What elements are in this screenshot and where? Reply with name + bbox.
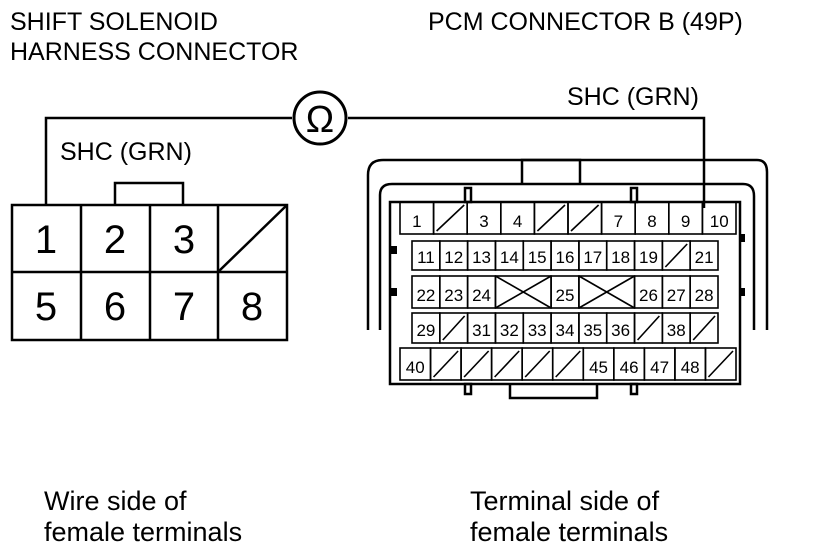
pcm-unused-slash — [536, 204, 566, 232]
ohmmeter-icon: Ω — [292, 90, 348, 146]
pcm-pin-17: 17 — [583, 248, 602, 267]
pcm-pin-48: 48 — [681, 358, 700, 377]
pcm-unused-slash — [707, 350, 734, 378]
pcm-pin-19: 19 — [639, 248, 658, 267]
pcm-pin-32: 32 — [500, 321, 519, 340]
pcm-unused-slash — [524, 350, 551, 378]
pcm-blocked-mark — [578, 275, 635, 309]
ohm-symbol: Ω — [306, 99, 334, 141]
pcm-pin-11: 11 — [417, 248, 435, 267]
pcm-blocked-mark — [495, 275, 552, 309]
pcm-unused-slash — [463, 350, 490, 378]
pcm-pin-26: 26 — [639, 286, 658, 305]
pcm-pin-4: 4 — [513, 212, 522, 231]
left-caption-line-2: female terminals — [44, 517, 242, 547]
pcm-pin-21: 21 — [695, 248, 714, 267]
solenoid-pin-3: 3 — [173, 218, 195, 262]
pcm-cavity — [689, 312, 719, 344]
pcm-pin-8: 8 — [647, 212, 656, 231]
pcm-pin-40: 40 — [406, 358, 425, 377]
left-wire-label: SHC (GRN) — [60, 138, 192, 166]
pcm-pin-38: 38 — [667, 321, 686, 340]
pcm-pin-27: 27 — [667, 286, 686, 305]
pcm-unused-slash — [664, 243, 688, 268]
solenoid-pin-8: 8 — [241, 285, 263, 329]
pcm-unused-slash — [442, 315, 466, 341]
right-test-lead — [348, 116, 706, 208]
pcm-unused-slash — [494, 350, 520, 378]
pcm-pin-28: 28 — [695, 286, 714, 305]
right-wire-label: SHC (GRN) — [567, 83, 699, 111]
pcm-pin-34: 34 — [556, 321, 575, 340]
left-caption-line-1: Wire side of — [44, 486, 187, 516]
shift-solenoid-connector: 1 2 3 5 6 7 8 — [10, 181, 289, 342]
pcm-cavity — [689, 240, 719, 271]
pcm-cavity — [689, 275, 719, 309]
pcm-pin-35: 35 — [583, 321, 602, 340]
pcm-pin-16: 16 — [556, 248, 575, 267]
pcm-pin-24: 24 — [472, 286, 491, 305]
pcm-pin-14: 14 — [500, 248, 519, 267]
right-caption-line-2: female terminals — [470, 517, 668, 547]
pcm-pin-18: 18 — [611, 248, 630, 267]
solenoid-pin-6: 6 — [104, 285, 126, 329]
pcm-pin-36: 36 — [611, 321, 630, 340]
pcm-pin-46: 46 — [620, 358, 639, 377]
pcm-pin-7: 7 — [614, 212, 623, 231]
right-caption-line-1: Terminal side of — [470, 486, 660, 516]
solenoid-pin-1: 1 — [35, 218, 57, 262]
pcm-unused-slash — [436, 204, 465, 232]
pcm-pin-33: 33 — [528, 321, 547, 340]
pcm-pin-3: 3 — [479, 212, 488, 231]
pcm-pin-15: 15 — [528, 248, 547, 267]
solenoid-pin-2: 2 — [104, 218, 126, 262]
solenoid-pin-7: 7 — [173, 285, 195, 329]
left-title-line-2: HARNESS CONNECTOR — [10, 38, 298, 66]
pcm-unused-slash — [692, 315, 716, 341]
pcm-pin-47: 47 — [650, 358, 669, 377]
pcm-unused-slash — [636, 315, 660, 341]
pcm-unused-slash — [555, 350, 581, 378]
pcm-pin-23: 23 — [444, 286, 463, 305]
pcm-pin-29: 29 — [416, 321, 435, 340]
left-title-line-1: SHIFT SOLENOID — [10, 8, 218, 36]
pcm-pin-12: 12 — [444, 248, 463, 267]
pcm-unused-slash — [432, 350, 459, 378]
pcm-pin-22: 22 — [416, 286, 435, 305]
left-test-lead — [44, 116, 292, 205]
unused-cavity-slash — [217, 204, 288, 273]
pcm-pin-45: 45 — [589, 358, 608, 377]
pcm-pin-1: 1 — [412, 212, 421, 231]
pcm-pin-31: 31 — [472, 321, 491, 340]
pcm-pin-13: 13 — [472, 248, 491, 267]
pcm-pin-10: 10 — [710, 212, 729, 231]
pcm-pin-25: 25 — [556, 286, 575, 305]
right-title: PCM CONNECTOR B (49P) — [428, 8, 743, 36]
pcm-unused-slash — [570, 204, 600, 232]
solenoid-pin-5: 5 — [35, 285, 57, 329]
pcm-pin-9: 9 — [681, 212, 690, 231]
pcm-cavity — [701, 201, 737, 235]
pcm-cavity — [704, 347, 737, 381]
